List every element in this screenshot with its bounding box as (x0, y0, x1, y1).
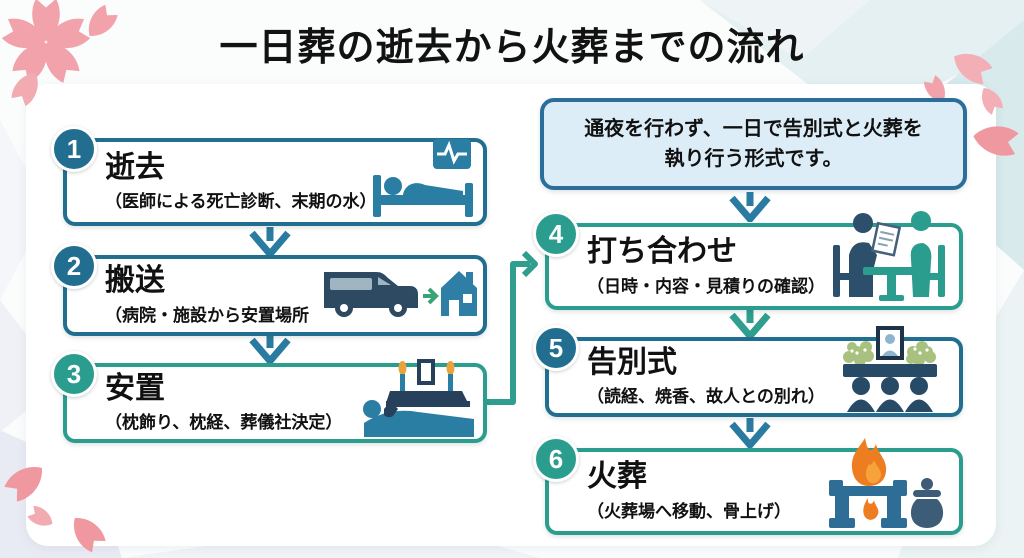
note-box: 通夜を行わず、一日で告別式と火葬を 執り行う形式です。 (540, 98, 967, 190)
step-box-5: 5 告別式 （読経、焼香、故人との別れ） (533, 325, 963, 417)
step-title-1: 逝去 (105, 150, 165, 184)
funeral-ceremony-icon (843, 326, 937, 412)
flow-arrow-1-2 (249, 227, 291, 257)
page-title: 一日葬の逝去から火葬までの流れ (219, 27, 805, 69)
flow-arrow-2-3 (249, 334, 291, 364)
step-title-2: 搬送 (105, 264, 165, 298)
note-text: 通夜を行わず、一日で告別式と火葬を 執り行う形式です。 (584, 118, 923, 170)
repose-altar-icon (363, 359, 474, 437)
step-title-3: 安置 (105, 371, 165, 405)
step-number-badge-3: 3 (51, 351, 97, 397)
deathbed-icon (373, 139, 473, 217)
step-subtitle-5: （読経、焼香、故人との別れ） (587, 387, 825, 407)
step-subtitle-1: （医師による死亡診断、末期の水） (105, 192, 377, 212)
step-subtitle-3: （枕飾り、枕経、葬儀社決定） (105, 413, 343, 433)
step-subtitle-2: （病院・施設から安置場所 (105, 305, 309, 325)
step-box-1: 1 逝去 （医師による死亡診断、末期の水） (51, 126, 487, 226)
step-number-badge-4: 4 (533, 211, 579, 257)
connector-step3-to-step4 (487, 250, 538, 405)
step-number-badge-2: 2 (51, 243, 97, 289)
flow-arrow-note-4 (729, 192, 771, 222)
step-number-badge-1: 1 (51, 126, 97, 172)
flow-arrow-4-5 (729, 309, 771, 339)
step-box-4: 4 打ち合わせ （日時・内容・見積りの確認） (533, 211, 963, 310)
step-box-6: 6 火葬 （火葬場へ移動、骨上げ） (533, 436, 963, 535)
step-title-5: 告別式 (587, 345, 677, 379)
step-number-badge-6: 6 (533, 436, 579, 482)
cremation-icon (829, 438, 944, 528)
meeting-icon (833, 211, 945, 301)
flow-arrow-5-6 (729, 418, 771, 448)
step-number-badge-5: 5 (533, 325, 579, 371)
step-title-4: 打ち合わせ (587, 235, 737, 269)
hearse-van-house-icon (324, 271, 477, 317)
step-subtitle-4: （日時・内容・見積りの確認） (587, 276, 825, 296)
step-title-6: 火葬 (587, 460, 647, 494)
step-box-3: 3 安置 （枕飾り、枕経、葬儀社決定） (51, 351, 487, 443)
step-subtitle-6: （火葬場へ移動、骨上げ） (587, 501, 791, 521)
step-box-2: 2 搬送 （病院・施設から安置場所 (51, 243, 487, 336)
